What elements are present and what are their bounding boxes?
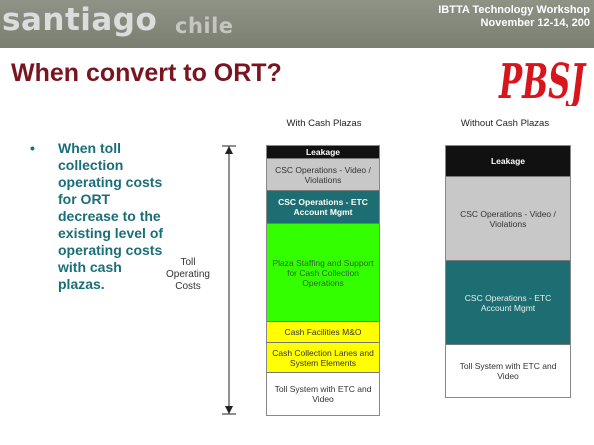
banner-city: santiago: [2, 2, 158, 38]
segment-csc-video-violations: CSC Operations - Video / Violations: [267, 159, 379, 191]
event-dates: November 12-14, 200: [480, 17, 590, 29]
event-name: IBTTA Technology Workshop: [438, 4, 590, 16]
segment-leakage: Leakage: [446, 146, 570, 177]
cost-axis-arrow: [222, 145, 236, 415]
logo-text: PBSJ: [498, 54, 587, 106]
pbsj-logo: PBSJ: [498, 54, 587, 106]
bullet-symbol: •: [30, 140, 35, 156]
event-info: IBTTA Technology Workshop November 12-14…: [438, 4, 590, 30]
with-cash-stack: Leakage CSC Operations - Video / Violati…: [266, 145, 380, 416]
with-cash-heading: With Cash Plazas: [286, 118, 362, 129]
axis-label: Toll Operating Costs: [166, 257, 210, 292]
segment-csc-etc-account: CSC Operations - ETC Account Mgmt: [446, 261, 570, 345]
segment-cash-lanes: Cash Collection Lanes and System Element…: [267, 343, 379, 373]
header-banner: santiago chile IBTTA Technology Workshop…: [0, 0, 594, 48]
segment-csc-etc-account: CSC Operations - ETC Account Mgmt: [267, 191, 379, 224]
segment-leakage: Leakage: [267, 146, 379, 159]
without-cash-stack: Leakage CSC Operations - Video / Violati…: [445, 145, 571, 398]
without-cash-heading: Without Cash Plazas: [460, 118, 550, 129]
slide-title: When convert to ORT?: [11, 59, 282, 87]
segment-csc-video-violations: CSC Operations - Video / Violations: [446, 177, 570, 261]
segment-plaza-staffing: Plaza Staffing and Support for Cash Coll…: [267, 224, 379, 322]
segment-toll-system: Toll System with ETC and Video: [267, 373, 379, 415]
bullet-text: When toll collection operating costs for…: [58, 140, 164, 292]
banner-country: chile: [175, 14, 234, 38]
bullet-point: • When toll collection operating costs f…: [30, 140, 172, 293]
segment-toll-system: Toll System with ETC and Video: [446, 345, 570, 397]
segment-cash-facilities: Cash Facilities M&O: [267, 322, 379, 343]
